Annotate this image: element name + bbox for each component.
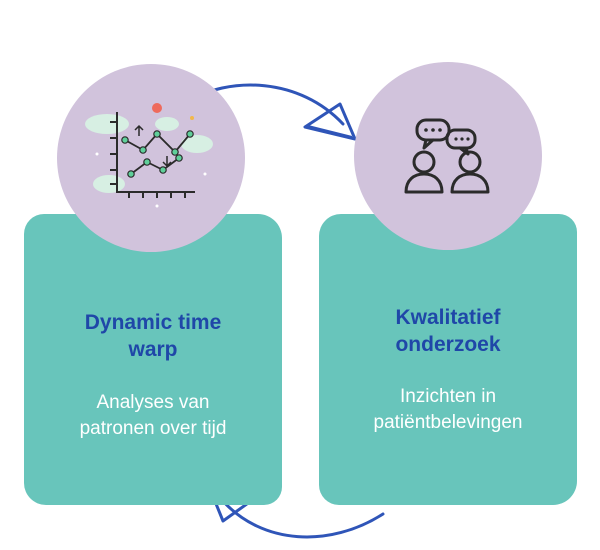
card-title-line: Dynamic time [84, 311, 222, 334]
card-description: Inzichten in patiëntbelevingen [319, 384, 577, 436]
card-description-line: Inzichten in [399, 386, 497, 407]
card-title-line: onderzoek [395, 333, 501, 356]
card-description-line: Analyses van [96, 392, 210, 413]
card-title: Kwalitatief onderzoek [319, 304, 577, 358]
line-chart-icon [85, 103, 213, 208]
card-title-line: Kwalitatief [395, 306, 501, 329]
card-title-line: warp [128, 338, 178, 361]
card-kwalitatief-onderzoek: Kwalitatief onderzoek Inzichten in patië… [319, 214, 577, 505]
card-title: Dynamic time warp [24, 309, 282, 363]
icon-circle-right [354, 62, 542, 250]
card-dynamic-time-warp: Dynamic time warp Analyses van patronen … [24, 214, 282, 505]
card-description-line: patiëntbelevingen [373, 412, 523, 433]
card-description-line: patronen over tijd [79, 418, 227, 439]
card-description: Analyses van patronen over tijd [24, 390, 282, 442]
icon-circle-left [57, 64, 245, 252]
conversation-people-icon [404, 118, 490, 194]
